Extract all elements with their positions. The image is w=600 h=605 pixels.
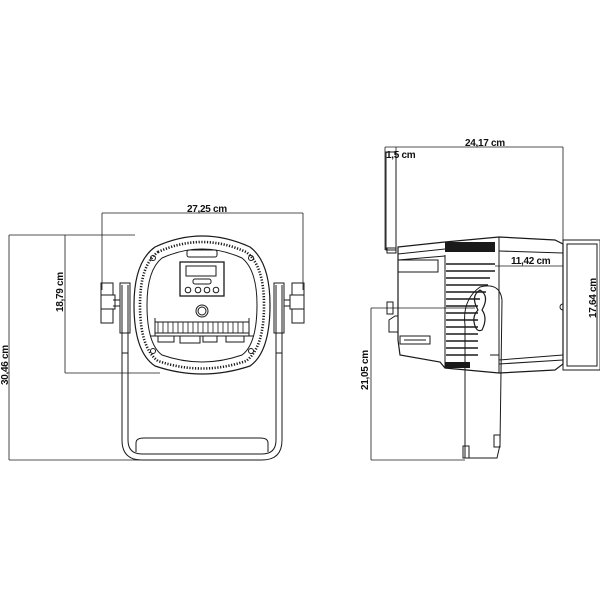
front-dimension-lines xyxy=(8,212,304,461)
rear-bracket xyxy=(385,151,397,254)
yoke-bracket xyxy=(119,282,285,461)
side-front-depth-label: 11,42 cm xyxy=(511,256,551,267)
side-total-depth-label: 24,17 cm xyxy=(465,138,505,149)
front-view xyxy=(8,212,305,461)
left-knob xyxy=(100,282,120,324)
fixture-head xyxy=(133,235,271,375)
front-head-height-label: 18,79 cm xyxy=(55,272,66,312)
right-knob xyxy=(284,282,305,324)
side-bracket-thickness-label: 1,5 cm xyxy=(386,150,416,161)
front-width-label: 27,25 cm xyxy=(187,204,227,215)
lens-bezel xyxy=(559,239,600,371)
side-pivot-height-label: 21,05 cm xyxy=(360,350,371,390)
fixture-body xyxy=(386,236,564,374)
side-view xyxy=(370,146,600,461)
front-total-height-label: 30,46 cm xyxy=(0,345,11,385)
side-lens-height-label: 17,64 cm xyxy=(588,278,599,318)
yoke-arm xyxy=(462,285,503,459)
